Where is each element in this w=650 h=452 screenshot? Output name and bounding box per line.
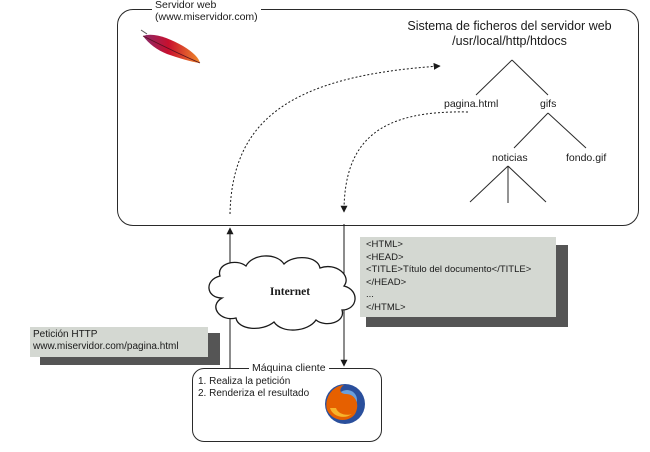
server-label: Servidor web (www.miservidor.com) [152,0,261,23]
apache-feather-icon [140,29,201,64]
client-steps: 1. Realiza la petición 2. Renderiza el r… [198,376,309,400]
response-line: </HTML> [366,301,406,313]
response-line: </HEAD> [366,276,407,288]
client-step-render: 2. Renderiza el resultado [198,388,310,399]
firefox-icon [325,384,365,424]
http-response-box [360,237,556,317]
response-line: ... [366,289,374,300]
server-label-name: Servidor web [155,0,217,11]
request-path-dashed [229,62,441,215]
tree-node-gifs: gifs [540,98,557,110]
response-line: <HTML> [366,239,403,250]
request-url: www.miservidor.com/pagina.html [33,341,179,352]
client-label: Máquina cliente [249,362,329,374]
request-title: Petición HTTP [33,329,98,340]
internet-label: Internet [269,286,311,298]
file-tree-lines [469,59,587,203]
http-request-content: Petición HTTP www.miservidor.com/pagina.… [33,329,179,353]
tree-node-fondo-gif: fondo.gif [566,152,607,164]
http-response-content: <HTML> <HEAD> <TITLE>Título del document… [366,239,531,314]
tree-node-noticias: noticias [492,152,528,164]
client-step-request: 1. Realiza la petición [198,376,291,387]
cloud-icon [208,255,356,331]
web-server-box [117,9,639,226]
response-path-dashed [340,111,469,213]
response-line: <HEAD> [366,251,404,263]
server-label-domain: (www.miservidor.com) [155,11,258,23]
filesystem-title-text: Sistema de ficheros del servidor web [407,19,612,33]
response-line: <TITLE>Título del documento</TITLE> [366,264,532,275]
http-request-box [30,327,208,357]
filesystem-title: Sistema de ficheros del servidor web /us… [392,19,627,49]
filesystem-root-path: /usr/local/http/htdocs [452,34,567,48]
tree-node-pagina-html: pagina.html [444,98,499,110]
